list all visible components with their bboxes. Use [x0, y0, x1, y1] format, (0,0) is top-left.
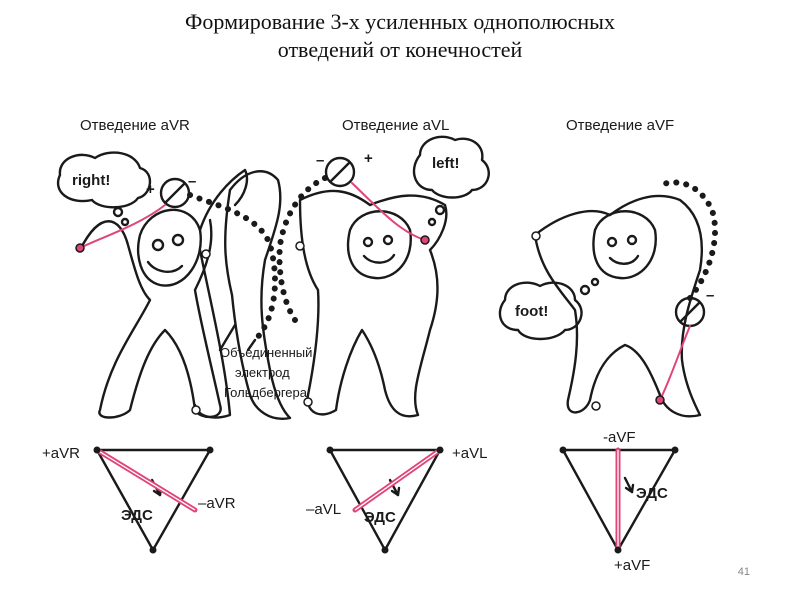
electrode-label-line-3: Гольдбергера	[224, 385, 308, 400]
label-emf-avr: ЭДС	[121, 507, 153, 524]
bubble-left	[414, 137, 489, 225]
panel-title-avl: Отведение aVL	[342, 117, 449, 134]
bubble-left-text: left!	[432, 155, 460, 172]
galv-plus-avr: +	[146, 181, 155, 198]
electrode-dot-avf-foot	[656, 396, 664, 404]
label-plus-avl: +aVL	[452, 445, 487, 462]
label-emf-avf: ЭДС	[636, 485, 668, 502]
label-plus-avf: +aVF	[614, 557, 650, 574]
panel-title-avf: Отведение aVF	[566, 117, 674, 134]
electrode-wire-avf	[660, 182, 715, 298]
galv-minus-avf: –	[706, 287, 714, 304]
triangle-avr	[97, 450, 210, 550]
triangle-avl	[330, 450, 440, 550]
bubble-right-text: right!	[72, 172, 110, 189]
accent-wire-avf	[660, 326, 690, 400]
label-plus-avr: +aVR	[42, 445, 80, 462]
label-minus-avr: –aVR	[198, 495, 236, 512]
bubble-foot-text: foot!	[515, 303, 548, 320]
galvanometer-avr	[161, 179, 189, 207]
panel-title-avr: Отведение aVR	[80, 117, 190, 134]
electrode-label-line-2: электрод	[235, 365, 290, 380]
label-minus-avf: -aVF	[603, 429, 636, 446]
electrode-label-line-1: Объединенный	[220, 345, 312, 360]
electrode-dot-avl-left-arm	[421, 236, 429, 244]
galv-plus-avl: +	[364, 150, 373, 167]
galv-minus-avl: –	[316, 152, 324, 169]
electrode-dot-avr-right-arm	[76, 244, 84, 252]
page-number: 41	[738, 566, 750, 578]
label-minus-avl: –aVL	[306, 501, 341, 518]
galvanometer-avl	[326, 158, 354, 186]
galv-minus-avr: –	[188, 173, 196, 190]
label-emf-avl: ЭДС	[364, 509, 396, 526]
figure-avl	[300, 191, 446, 416]
